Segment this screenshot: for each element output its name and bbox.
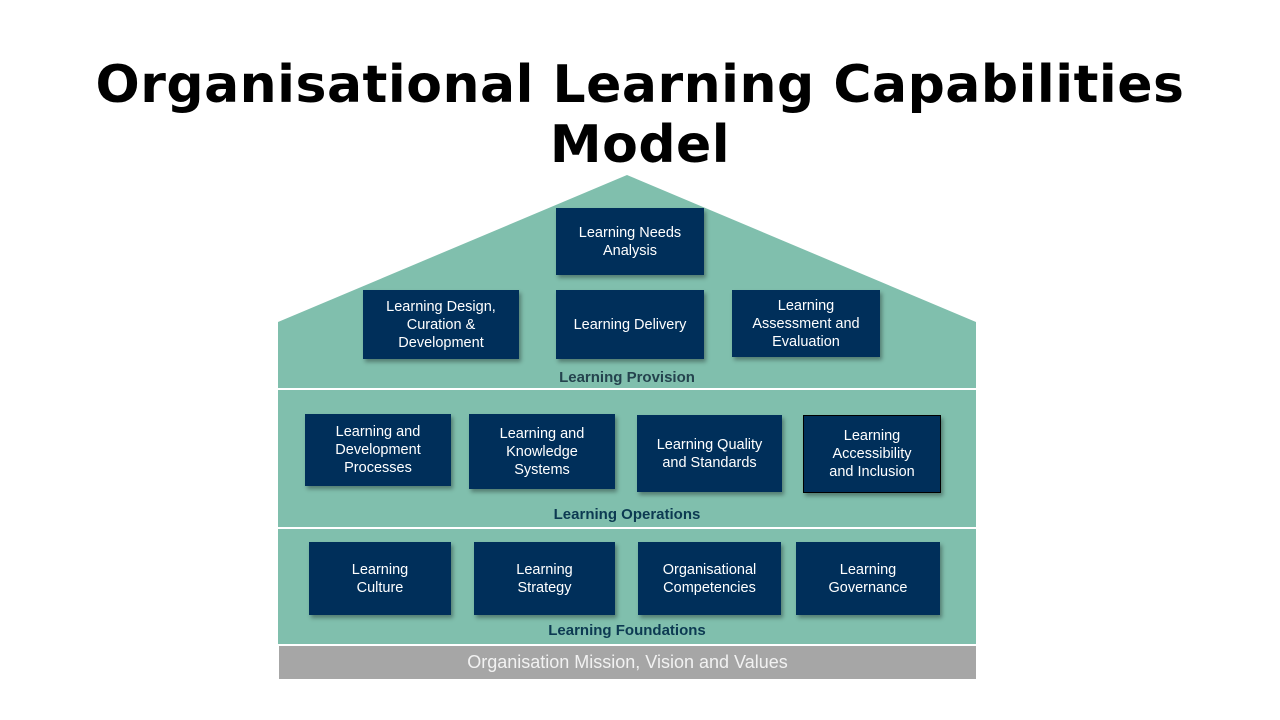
box-label: Learning Accessibility and Inclusion bbox=[829, 428, 915, 480]
capability-learning-culture[interactable]: Learning Culture bbox=[309, 542, 451, 615]
page-title: Organisational Learning Capabilities Mod… bbox=[95, 55, 1185, 175]
box-label: Learning Culture bbox=[351, 561, 409, 596]
box-label: Learning Delivery bbox=[573, 316, 687, 333]
tier-divider bbox=[278, 527, 976, 529]
capability-knowledge-systems[interactable]: Learning and Knowledge Systems bbox=[469, 414, 615, 489]
box-label: Learning and Knowledge Systems bbox=[499, 425, 585, 478]
box-label: Learning and Development Processes bbox=[335, 424, 421, 476]
tier-label-foundations: Learning Foundations bbox=[548, 622, 706, 639]
tier-label-provision: Learning Provision bbox=[559, 369, 695, 386]
capability-learning-design[interactable]: Learning Design, Curation & Development bbox=[363, 290, 519, 359]
capability-learning-needs-analysis[interactable]: Learning Needs Analysis bbox=[556, 208, 704, 275]
tier-label-operations: Learning Operations bbox=[553, 506, 701, 523]
box-label: Learning Governance bbox=[828, 561, 908, 596]
capability-learning-assessment[interactable]: Learning Assessment and Evaluation bbox=[732, 290, 880, 357]
capability-learning-governance[interactable]: Learning Governance bbox=[796, 542, 940, 615]
box-label: Organisational Competencies bbox=[662, 561, 757, 596]
box-label: Learning Strategy bbox=[516, 561, 573, 596]
box-label: Learning Design, Curation & Development bbox=[386, 298, 496, 351]
capability-ld-processes[interactable]: Learning and Development Processes bbox=[305, 414, 451, 486]
capability-learning-delivery[interactable]: Learning Delivery bbox=[556, 290, 704, 359]
box-label: Learning Assessment and Evaluation bbox=[752, 297, 860, 350]
box-label: Learning Quality and Standards bbox=[656, 436, 763, 471]
capability-org-competencies[interactable]: Organisational Competencies bbox=[638, 542, 781, 615]
tier-divider bbox=[278, 388, 976, 390]
box-label: Learning Needs Analysis bbox=[578, 224, 682, 259]
capability-accessibility-inclusion[interactable]: Learning Accessibility and Inclusion bbox=[803, 415, 941, 493]
mission-vision-values-base: Organisation Mission, Vision and Values bbox=[279, 646, 976, 679]
capability-learning-strategy[interactable]: Learning Strategy bbox=[474, 542, 615, 615]
capability-quality-standards[interactable]: Learning Quality and Standards bbox=[637, 415, 782, 492]
